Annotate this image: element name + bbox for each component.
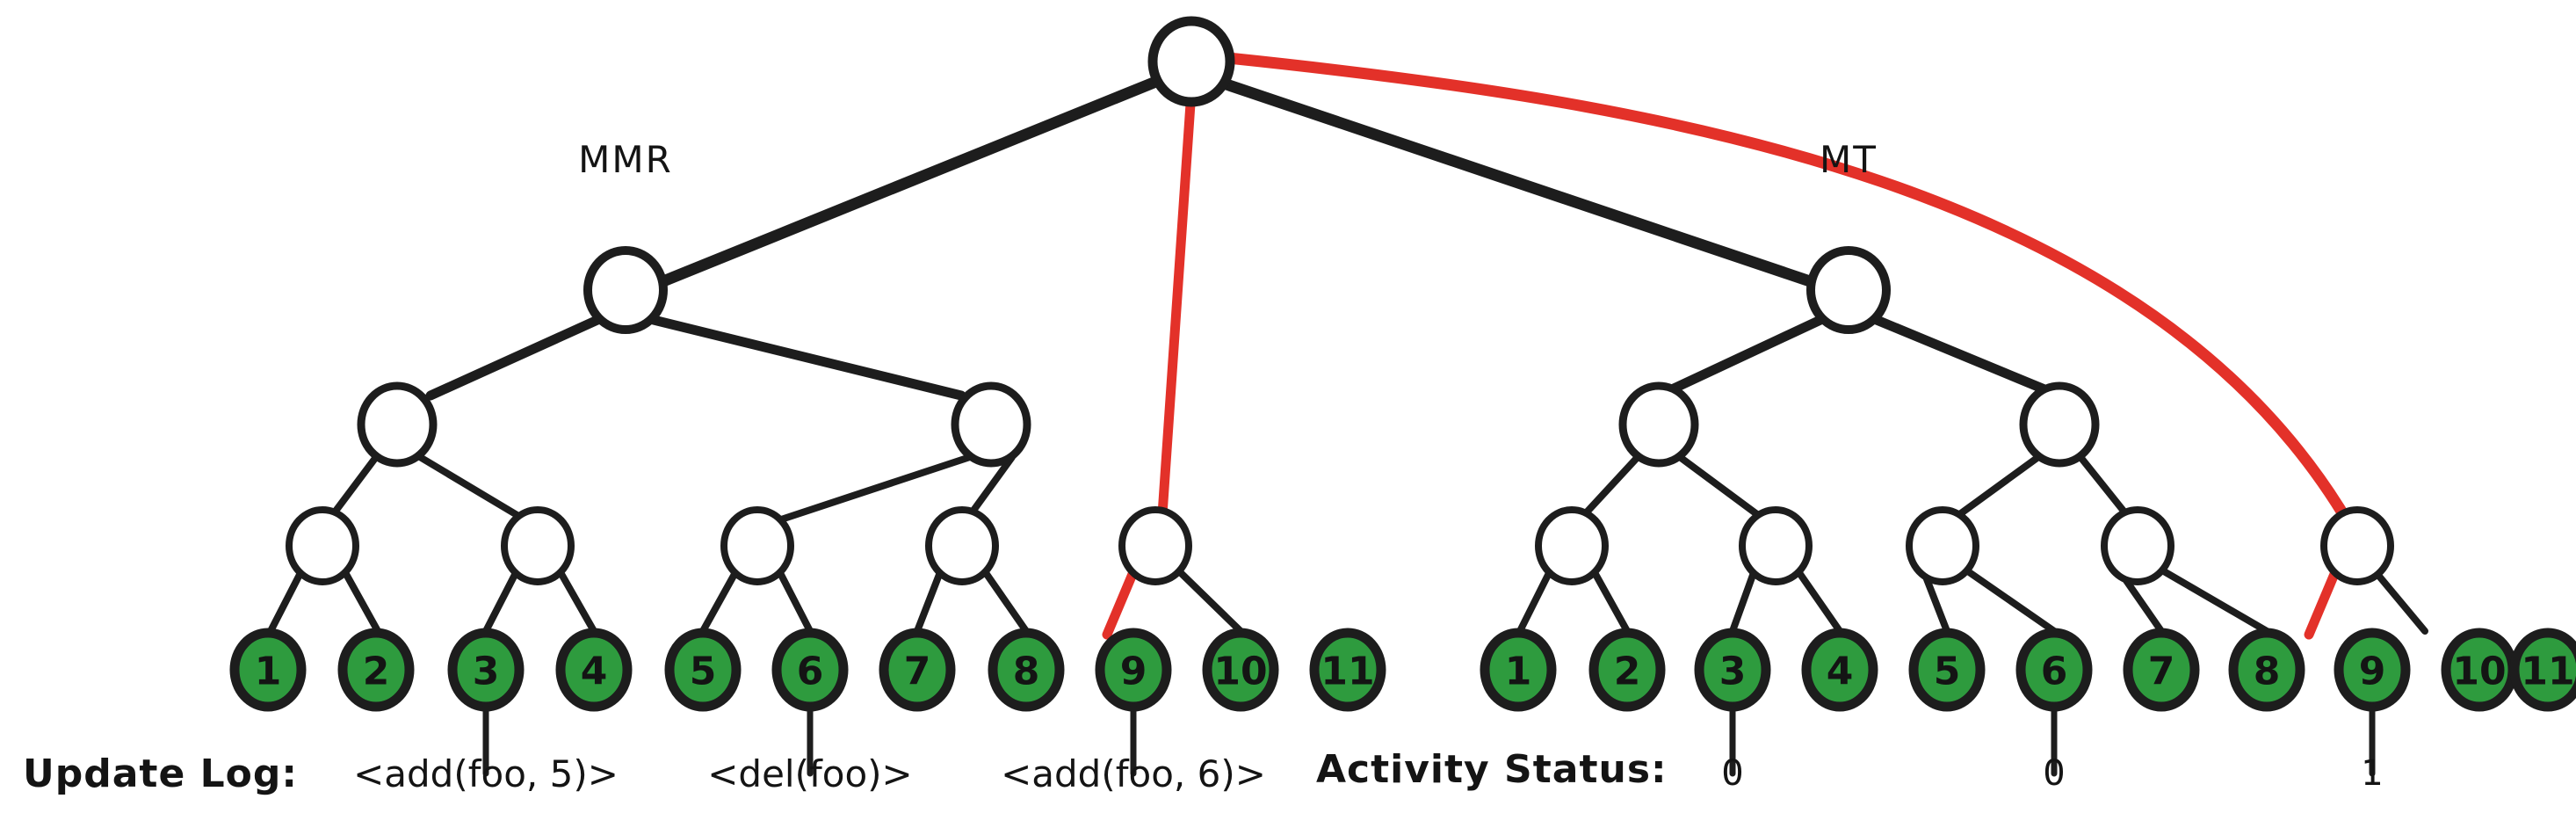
mmr-leaf-7[interactable]: 7 xyxy=(879,628,956,712)
leaf-circle xyxy=(337,628,415,712)
mmr-leaf-group: 1 2 3 4 5 6 7 8 9 10 11 xyxy=(229,628,1386,712)
mmr-node-above-leaf-9[interactable] xyxy=(1118,506,1192,585)
leaf-label: 2 xyxy=(363,650,390,694)
mmr-leaf-4[interactable]: 4 xyxy=(555,628,633,712)
log-entry-3: <add(foo, 5)> xyxy=(353,752,619,795)
leaf-circle xyxy=(2509,628,2576,712)
mmr-leaf-3[interactable]: 3 xyxy=(447,628,525,712)
leaf-label: 1 xyxy=(255,650,282,694)
mt-node-l3-d[interactable] xyxy=(2101,506,2174,585)
leaf-label: 5 xyxy=(690,650,717,694)
mt-leaf-9[interactable]: 9 xyxy=(2334,628,2411,712)
activity-status-entries: 0 0 1 xyxy=(1721,753,2383,794)
mt-leaf-7[interactable]: 7 xyxy=(2123,628,2200,712)
status-value-3: 0 xyxy=(1721,753,1743,794)
leaf-label: 10 xyxy=(2452,650,2506,694)
leaf-label: 9 xyxy=(2359,650,2386,694)
mmr-edges xyxy=(267,75,1244,635)
leaf-circle xyxy=(664,628,742,712)
mt-leaf-6[interactable]: 6 xyxy=(2015,628,2093,712)
mmr-leaf-2[interactable]: 2 xyxy=(337,628,415,712)
leaf-circle xyxy=(1908,628,1986,712)
mmr-leaf-11[interactable]: 11 xyxy=(1309,628,1386,712)
mt-node-l2-b[interactable] xyxy=(2019,381,2100,468)
mmr-leaf-9[interactable]: 9 xyxy=(1095,628,1172,712)
leaf-label: 3 xyxy=(473,650,500,694)
activity-status-label: Activity Status: xyxy=(1316,747,1668,792)
activity-status-ticks xyxy=(1729,703,2376,777)
mt-leaf-1[interactable]: 1 xyxy=(1480,628,1557,712)
leaf-label: 3 xyxy=(1719,650,1747,694)
leaf-circle xyxy=(1309,628,1386,712)
leaf-circle xyxy=(1480,628,1557,712)
mmr-leaf-8[interactable]: 8 xyxy=(988,628,1065,712)
mt-leaf-11[interactable]: 11 xyxy=(2509,628,2576,712)
leaf-label: 5 xyxy=(1934,650,1961,694)
mmr-internal-nodes xyxy=(286,246,1192,585)
leaf-label: 2 xyxy=(1614,650,1641,694)
leaf-circle xyxy=(1588,628,1666,712)
leaf-label: 11 xyxy=(2521,650,2574,694)
mt-subtree-root[interactable] xyxy=(1806,246,1891,334)
leaf-circle xyxy=(2228,628,2305,712)
leaf-circle xyxy=(1202,628,1279,712)
mmr-node-l2-a[interactable] xyxy=(357,381,438,468)
update-log-label: Update Log: xyxy=(23,752,298,796)
mt-node-l3-c[interactable] xyxy=(1906,506,1979,585)
leaf-label: 11 xyxy=(1321,650,1374,694)
mmr-node-l3-b[interactable] xyxy=(501,506,575,585)
leaf-circle xyxy=(879,628,956,712)
leaf-label: 7 xyxy=(904,650,931,694)
mt-leaf-4[interactable]: 4 xyxy=(1801,628,1878,712)
mmr-subtree-root[interactable] xyxy=(583,246,668,334)
mmr-leaf-5[interactable]: 5 xyxy=(664,628,742,712)
mt-node-l3-a[interactable] xyxy=(1535,506,1609,585)
mmr-leaf-10[interactable]: 10 xyxy=(1202,628,1279,712)
mt-internal-nodes xyxy=(1535,246,2394,585)
log-entry-9: <add(foo, 6)> xyxy=(1001,752,1266,795)
leaf-label: 8 xyxy=(2254,650,2281,694)
mt-leaf-group: 1 2 3 4 5 6 7 8 9 10 11 xyxy=(1480,628,2576,712)
log-entry-6: <del(foo)> xyxy=(707,752,913,795)
leaf-label: 6 xyxy=(2041,650,2068,694)
mmr-tree-label: MMR xyxy=(578,138,673,181)
update-log-entries: <add(foo, 5)> <del(foo)> <add(foo, 6)> xyxy=(353,752,1266,795)
mmr-node-l3-d[interactable] xyxy=(925,506,999,585)
mt-leaf-8[interactable]: 8 xyxy=(2228,628,2305,712)
status-value-6: 0 xyxy=(2043,753,2065,794)
leaf-label: 6 xyxy=(797,650,824,694)
root-node[interactable] xyxy=(1147,16,1235,107)
status-value-9: 1 xyxy=(2361,753,2383,794)
leaf-label: 8 xyxy=(1013,650,1040,694)
mmr-leaf-6[interactable]: 6 xyxy=(771,628,849,712)
mt-node-l3-b[interactable] xyxy=(1739,506,1813,585)
leaf-label: 4 xyxy=(581,650,608,694)
leaf-label: 10 xyxy=(1213,650,1267,694)
mt-leaf-2[interactable]: 2 xyxy=(1588,628,1666,712)
mt-node-l2-a[interactable] xyxy=(1618,381,1699,468)
leaf-circle xyxy=(2123,628,2200,712)
mt-highlight-path xyxy=(1222,52,2357,640)
mt-node-above-leaf-9[interactable] xyxy=(2320,506,2394,585)
leaf-circle xyxy=(988,628,1065,712)
mmr-node-l2-b[interactable] xyxy=(951,381,1031,468)
leaf-label: 4 xyxy=(1827,650,1854,694)
mt-leaf-3[interactable]: 3 xyxy=(1694,628,1771,712)
leaf-label: 9 xyxy=(1120,650,1147,694)
leaf-label: 1 xyxy=(1505,650,1532,694)
mt-tree-label: MT xyxy=(1820,138,1878,181)
mmr-node-l3-c[interactable] xyxy=(720,506,794,585)
leaf-label: 7 xyxy=(2148,650,2175,694)
mt-leaf-5[interactable]: 5 xyxy=(1908,628,1986,712)
update-log-ticks xyxy=(482,703,1137,777)
leaf-circle xyxy=(1801,628,1878,712)
mt-leaf-10[interactable]: 10 xyxy=(2441,628,2518,712)
leaf-circle xyxy=(555,628,633,712)
leaf-circle xyxy=(229,628,307,712)
mmr-leaf-1[interactable]: 1 xyxy=(229,628,307,712)
mmr-highlight-path xyxy=(1102,98,1196,640)
mmr-node-l3-a[interactable] xyxy=(286,506,359,585)
